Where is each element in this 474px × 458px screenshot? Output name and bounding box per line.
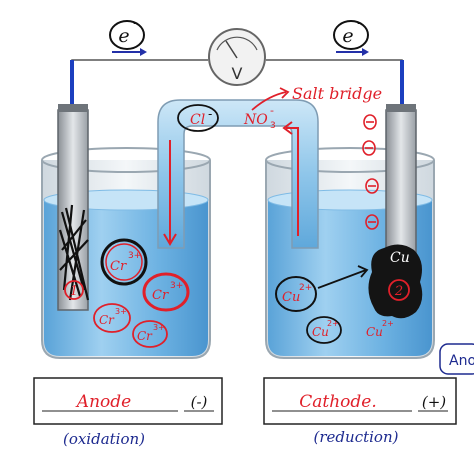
chromium-ion: Cr 3+	[93, 303, 131, 333]
cathode-electron-marks	[362, 114, 379, 230]
ion-text: Cu	[282, 290, 300, 305]
right-cell-annotations: Cu 2 Cu 2+ Cu 2+ Cu 2+	[275, 250, 410, 344]
oxidation-label: (oxidation)	[63, 430, 145, 448]
electron-symbol: e	[342, 25, 353, 47]
ion-text: Cr	[110, 259, 127, 274]
copper-ion: Cu 2+	[275, 276, 317, 312]
ion-charge: 2+	[382, 319, 394, 328]
nitrate-subscript: 3	[270, 121, 276, 131]
cathode-metal-label: Cu	[390, 250, 410, 266]
ion-text: Cu	[366, 325, 383, 339]
copper-ion: Cu 2+	[366, 319, 394, 339]
bridge-anion-right: NO 3 -	[243, 104, 276, 131]
salt-bridge-text: Salt bridge	[292, 84, 382, 103]
anion-flow-arrows	[163, 121, 299, 246]
voltmeter: V	[208, 28, 266, 86]
cathode-number-circle	[388, 279, 410, 301]
ion-charge: 3+	[153, 323, 165, 332]
chromium-ion: Cr 3+	[100, 238, 148, 286]
ion-charge: 3+	[115, 307, 127, 316]
chromium-ion: Cr 3+	[142, 272, 190, 312]
copper-migration-arrow	[317, 265, 369, 289]
cathode-number: 2	[394, 284, 403, 299]
anode-number: 1	[70, 284, 78, 299]
anode-number-circle	[64, 280, 84, 300]
voltmeter-symbol: V	[232, 64, 243, 83]
copper-ion: Cu 2+	[306, 316, 342, 344]
electron-charge: -	[357, 16, 362, 31]
electron-charge: -	[133, 16, 138, 31]
anode-label: Anode	[75, 392, 131, 412]
anode-sign: (-)	[191, 393, 208, 411]
electron-label-left: e -	[109, 16, 147, 56]
reduction-label: (reduction)	[314, 428, 399, 446]
bridge-anion-left: Cl -	[177, 104, 219, 132]
ion-text: Cr	[137, 329, 153, 343]
cathode-label-box: Cathode. (+)	[263, 377, 457, 425]
ion-charge: 3+	[128, 251, 141, 261]
ion-charge: 3+	[170, 281, 183, 291]
chromium-ion: Cr 3+	[132, 320, 168, 348]
electron-symbol: e	[118, 25, 129, 47]
nitrate-label: NO	[243, 112, 268, 128]
salt-bridge-label: Salt bridge	[251, 84, 382, 111]
cathode-label: Cathode.	[299, 392, 377, 412]
ion-charge: 2+	[327, 319, 339, 328]
side-tab-anode: Ano	[439, 343, 474, 375]
anode-corrosion-scribble	[58, 204, 90, 301]
ion-charge: 2+	[299, 283, 312, 293]
chloride-label: Cl	[190, 112, 205, 128]
ion-text: Cu	[312, 325, 329, 339]
left-cell-annotations: 1 Cr 3+ Cr 3+ Cr 3+ Cr 3+	[64, 238, 190, 348]
electron-label-right: e -	[333, 16, 369, 56]
chloride-charge: -	[208, 107, 212, 121]
side-tab-text: Ano	[449, 353, 474, 369]
salt-bridge-tube	[157, 99, 319, 249]
ion-text: Cr	[99, 313, 115, 327]
ion-text: Cr	[152, 288, 169, 303]
cathode-sign: (+)	[422, 393, 446, 411]
voltmeter-needle	[225, 40, 238, 59]
anode-label-box: Anode (-)	[33, 377, 223, 425]
nitrate-charge: -	[270, 104, 274, 117]
